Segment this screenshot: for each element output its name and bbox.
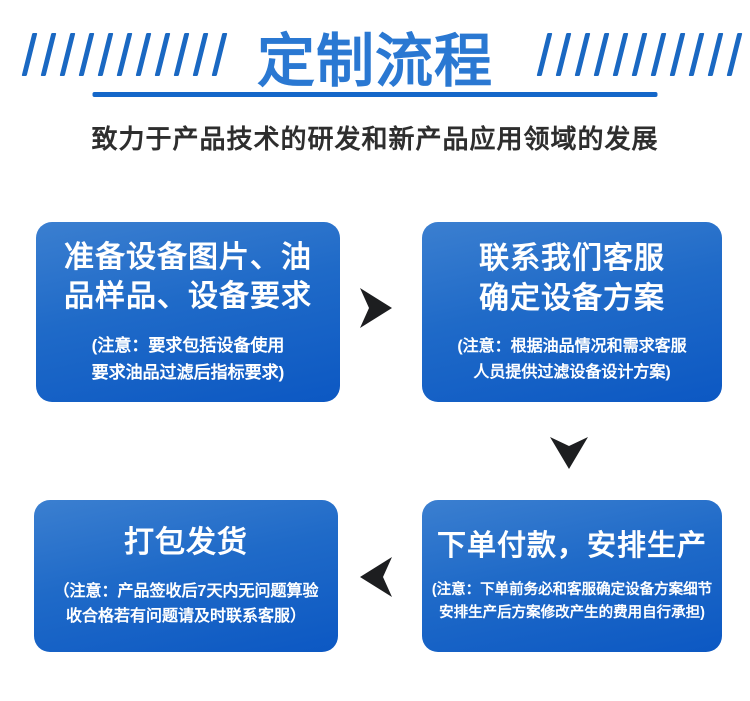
step-1-note-line-2: 要求油品过滤后指标要求): [91, 362, 285, 382]
decorative-slashes-right-icon: [536, 33, 743, 76]
title-underline: [92, 92, 658, 97]
step-4-title: 打包发货: [124, 523, 248, 563]
step-3-note-line-2: 安排生产后方案修改产生的费用自行承担): [439, 604, 705, 621]
step-card-2-contact-service: 联系我们客服 确定设备方案 (注意：根据油品情况和需求客服 人员提供过滤设备设计…: [422, 222, 722, 402]
page-title: 定制流程: [256, 29, 493, 94]
step-4-note-line-2: 收合格若有问题请及时联系客服）: [65, 607, 306, 625]
step-1-title: 准备设备图片、油 品样品、设备要求: [64, 238, 312, 317]
step-2-title-line-2: 确定设备方案: [479, 281, 665, 315]
step-1-title-line-1: 准备设备图片、油: [64, 240, 312, 274]
arrow-left-icon: [360, 557, 392, 597]
arrow-right-icon: [360, 288, 392, 328]
step-2-note: (注意：根据油品情况和需求客服 人员提供过滤设备设计方案): [457, 334, 686, 385]
step-1-note-line-1: (注意：要求包括设备使用: [91, 335, 285, 355]
step-2-note-line-2: 人员提供过滤设备设计方案): [473, 363, 671, 381]
arrow-down-icon: [550, 437, 588, 469]
step-4-title-line-1: 打包发货: [124, 525, 248, 559]
step-1-note: (注意：要求包括设备使用 要求油品过滤后指标要求): [92, 333, 285, 387]
step-1-title-line-2: 品样品、设备要求: [64, 280, 312, 314]
step-2-title: 联系我们客服 确定设备方案: [479, 239, 665, 318]
step-3-title-line-1: 下单付款，安排生产: [436, 530, 707, 563]
step-2-note-line-1: (注意：根据油品情况和需求客服: [457, 338, 687, 356]
step-4-note-line-1: （注意：产品签收后7天内无问题算验: [53, 582, 319, 600]
step-4-note: （注意：产品签收后7天内无问题算验 收合格若有问题请及时联系客服）: [54, 579, 319, 630]
subtitle: 致力于产品技术的研发和新产品应用领域的发展: [91, 124, 659, 154]
step-3-note-line-1: (注意：下单前务必和客服确定设备方案细节: [431, 581, 713, 598]
step-card-3-order-payment: 下单付款，安排生产 (注意：下单前务必和客服确定设备方案细节 安排生产后方案修改…: [422, 500, 722, 652]
step-2-title-line-1: 联系我们客服: [479, 242, 665, 276]
step-card-1-prepare-materials: 准备设备图片、油 品样品、设备要求 (注意：要求包括设备使用 要求油品过滤后指标…: [36, 222, 340, 402]
step-3-title: 下单付款，安排生产: [437, 527, 707, 565]
step-card-4-pack-ship: 打包发货 （注意：产品签收后7天内无问题算验 收合格若有问题请及时联系客服）: [34, 500, 338, 652]
step-3-note: (注意：下单前务必和客服确定设备方案细节 安排生产后方案修改产生的费用自行承担): [432, 579, 712, 625]
